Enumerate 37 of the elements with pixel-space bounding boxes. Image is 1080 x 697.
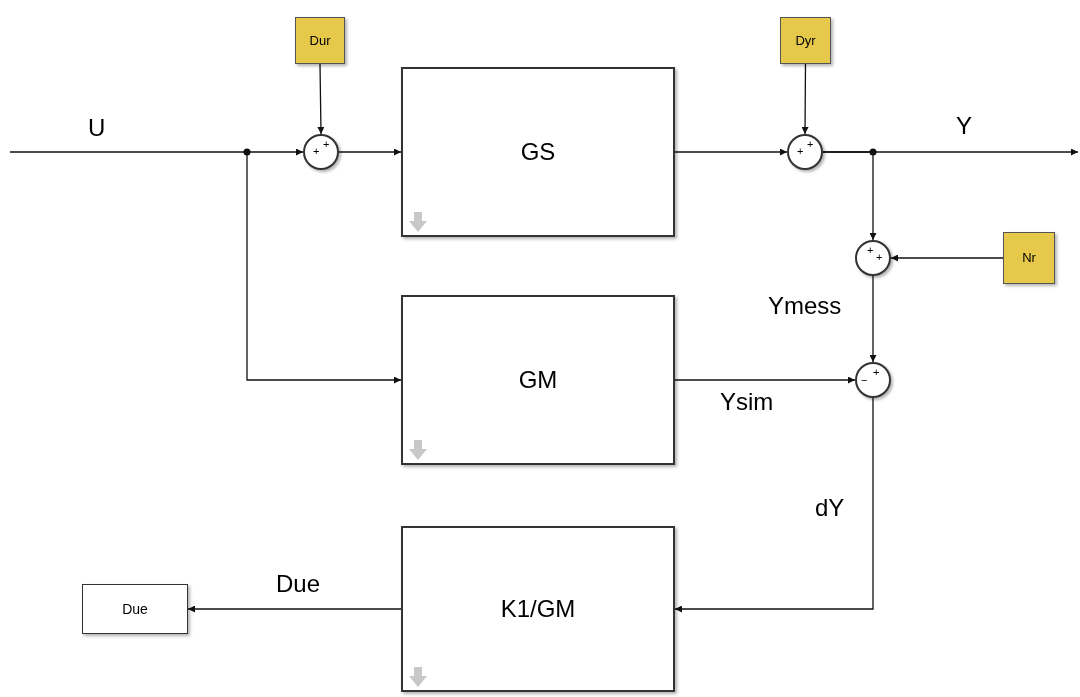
sign-label: +	[313, 146, 320, 157]
block-label: GM	[518, 365, 558, 395]
process-block	[401, 67, 675, 237]
signal-arrow	[822, 151, 877, 241]
process-block	[401, 526, 675, 692]
sign-label: +	[797, 146, 804, 157]
process-block	[401, 295, 675, 465]
source-block	[295, 17, 345, 64]
block-label: Nr	[1022, 249, 1036, 268]
block-label: Dyr	[795, 31, 816, 50]
signal-arrow	[890, 254, 1004, 262]
signal-arrow	[187, 605, 402, 613]
sign-label: +	[323, 139, 330, 150]
block-label: GS	[520, 137, 556, 167]
sum-junction	[855, 362, 891, 398]
sum-junction	[303, 134, 339, 170]
sign-label: +	[807, 139, 814, 150]
signal-arrow	[674, 376, 856, 384]
signal-arrow	[674, 148, 788, 156]
signal-arrow	[338, 148, 402, 156]
sum-junction	[787, 134, 823, 170]
signal-arrow	[9, 148, 304, 156]
block-label: Dur	[309, 31, 331, 50]
source-block	[780, 17, 831, 64]
output-block	[82, 584, 188, 634]
sign-label: −	[861, 375, 868, 386]
signal-arrow	[317, 63, 325, 135]
sign-label: +	[873, 367, 880, 378]
sign-label: +	[876, 252, 883, 263]
signal-arrow	[869, 275, 877, 363]
signal-arrow	[674, 397, 874, 613]
sign-label: +	[867, 245, 874, 256]
block-label: Due	[122, 599, 148, 619]
sum-junction	[855, 240, 891, 276]
source-block	[1003, 232, 1055, 284]
signal-arrow	[801, 63, 809, 135]
block-label: K1/GM	[500, 594, 576, 624]
